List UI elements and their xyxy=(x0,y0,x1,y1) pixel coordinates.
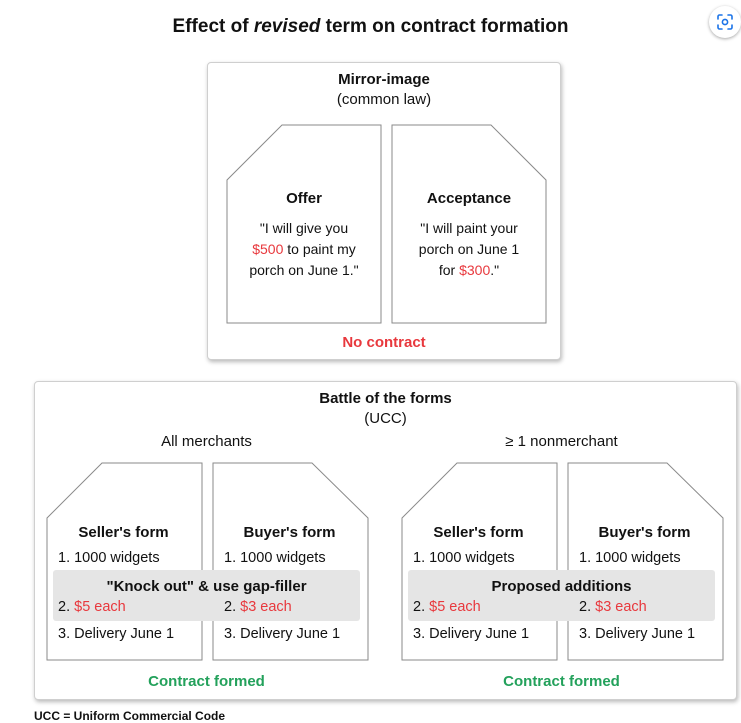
mirror-subheading: (common law) xyxy=(336,91,432,108)
nonmerchant-label: ≥ 1 nonmerchant xyxy=(505,433,618,450)
right-seller-price: $5 each xyxy=(429,599,481,615)
no-contract-result: No contract xyxy=(342,334,426,351)
left-buyer-item-1: 1. 1000 widgets xyxy=(224,550,326,566)
right-contract-formed: Contract formed xyxy=(503,673,620,690)
lens-scan-button[interactable] xyxy=(709,6,741,38)
offer-line-3: porch on June 1." xyxy=(249,262,359,278)
acceptance-document: Acceptance "I will paint your porch on J… xyxy=(391,124,547,324)
acceptance-document-outline xyxy=(391,124,547,324)
acceptance-line-3: for $300." xyxy=(391,260,547,281)
knock-out-band xyxy=(53,570,360,621)
right-seller-item-3: 3. Delivery June 1 xyxy=(413,626,530,642)
acceptance-title: Acceptance xyxy=(426,190,512,207)
right-buyer-title: Buyer's form xyxy=(598,524,691,541)
left-buyer-title: Buyer's form xyxy=(243,524,336,541)
right-buyer-item-1: 1. 1000 widgets xyxy=(579,550,681,566)
acceptance-line-3-pre: for xyxy=(438,262,460,278)
left-buyer-item-2: 2. $3 each xyxy=(224,599,292,615)
title-italic: revised xyxy=(253,16,321,37)
knock-out-label: "Knock out" & use gap-filler xyxy=(106,578,307,595)
mirror-heading: Mirror-image xyxy=(338,71,430,88)
left-buyer-item-2-num: 2. xyxy=(224,599,241,615)
left-seller-item-2-num: 2. xyxy=(58,599,75,615)
left-buyer-price: $3 each xyxy=(240,599,292,615)
offer-document: Offer "I will give you $500 to paint my … xyxy=(226,124,382,324)
all-merchants-label: All merchants xyxy=(161,433,252,450)
proposed-additions-band xyxy=(408,570,715,621)
offer-line-2: $500 to paint my xyxy=(226,239,382,260)
title-prefix: Effect of xyxy=(172,16,254,37)
left-seller-title: Seller's form xyxy=(78,524,169,541)
acceptance-line-1: "I will paint your xyxy=(420,220,518,236)
right-seller-item-2-num: 2. xyxy=(413,599,430,615)
right-seller-item-2: 2. $5 each xyxy=(413,599,481,615)
offer-text: "I will give you $500 to paint my porch … xyxy=(226,218,382,281)
left-buyer-item-3: 3. Delivery June 1 xyxy=(224,626,341,642)
page-title: Effect of revised term on contract forma… xyxy=(0,16,741,38)
lens-scan-icon xyxy=(717,14,733,30)
right-buyer-item-2: 2. $3 each xyxy=(579,599,647,615)
left-seller-item-2: 2. $5 each xyxy=(58,599,126,615)
battle-subheading: (UCC) xyxy=(364,410,407,427)
right-seller-item-1: 1. 1000 widgets xyxy=(413,550,515,566)
acceptance-price: $300 xyxy=(459,262,491,278)
offer-title: Offer xyxy=(286,190,322,207)
proposed-additions-label: Proposed additions xyxy=(491,578,632,595)
acceptance-text: "I will paint your porch on June 1 for $… xyxy=(391,218,547,281)
footnote: UCC = Uniform Commercial Code xyxy=(34,709,226,723)
right-seller-title: Seller's form xyxy=(433,524,524,541)
offer-price: $500 xyxy=(252,241,284,257)
offer-document-outline xyxy=(226,124,382,324)
acceptance-line-2: porch on June 1 xyxy=(418,241,520,257)
left-seller-item-3: 3. Delivery June 1 xyxy=(58,626,175,642)
left-contract-formed: Contract formed xyxy=(148,673,265,690)
title-suffix: term on contract formation xyxy=(320,16,569,37)
battle-heading: Battle of the forms xyxy=(319,390,452,407)
right-buyer-price: $3 each xyxy=(595,599,647,615)
right-buyer-item-2-num: 2. xyxy=(579,599,596,615)
right-buyer-item-3: 3. Delivery June 1 xyxy=(579,626,696,642)
left-seller-item-1: 1. 1000 widgets xyxy=(58,550,160,566)
left-seller-price: $5 each xyxy=(74,599,126,615)
offer-line-1: "I will give you xyxy=(259,220,349,236)
offer-line-2-rest: to paint my xyxy=(283,241,356,257)
acceptance-line-3-post: ." xyxy=(490,262,500,278)
